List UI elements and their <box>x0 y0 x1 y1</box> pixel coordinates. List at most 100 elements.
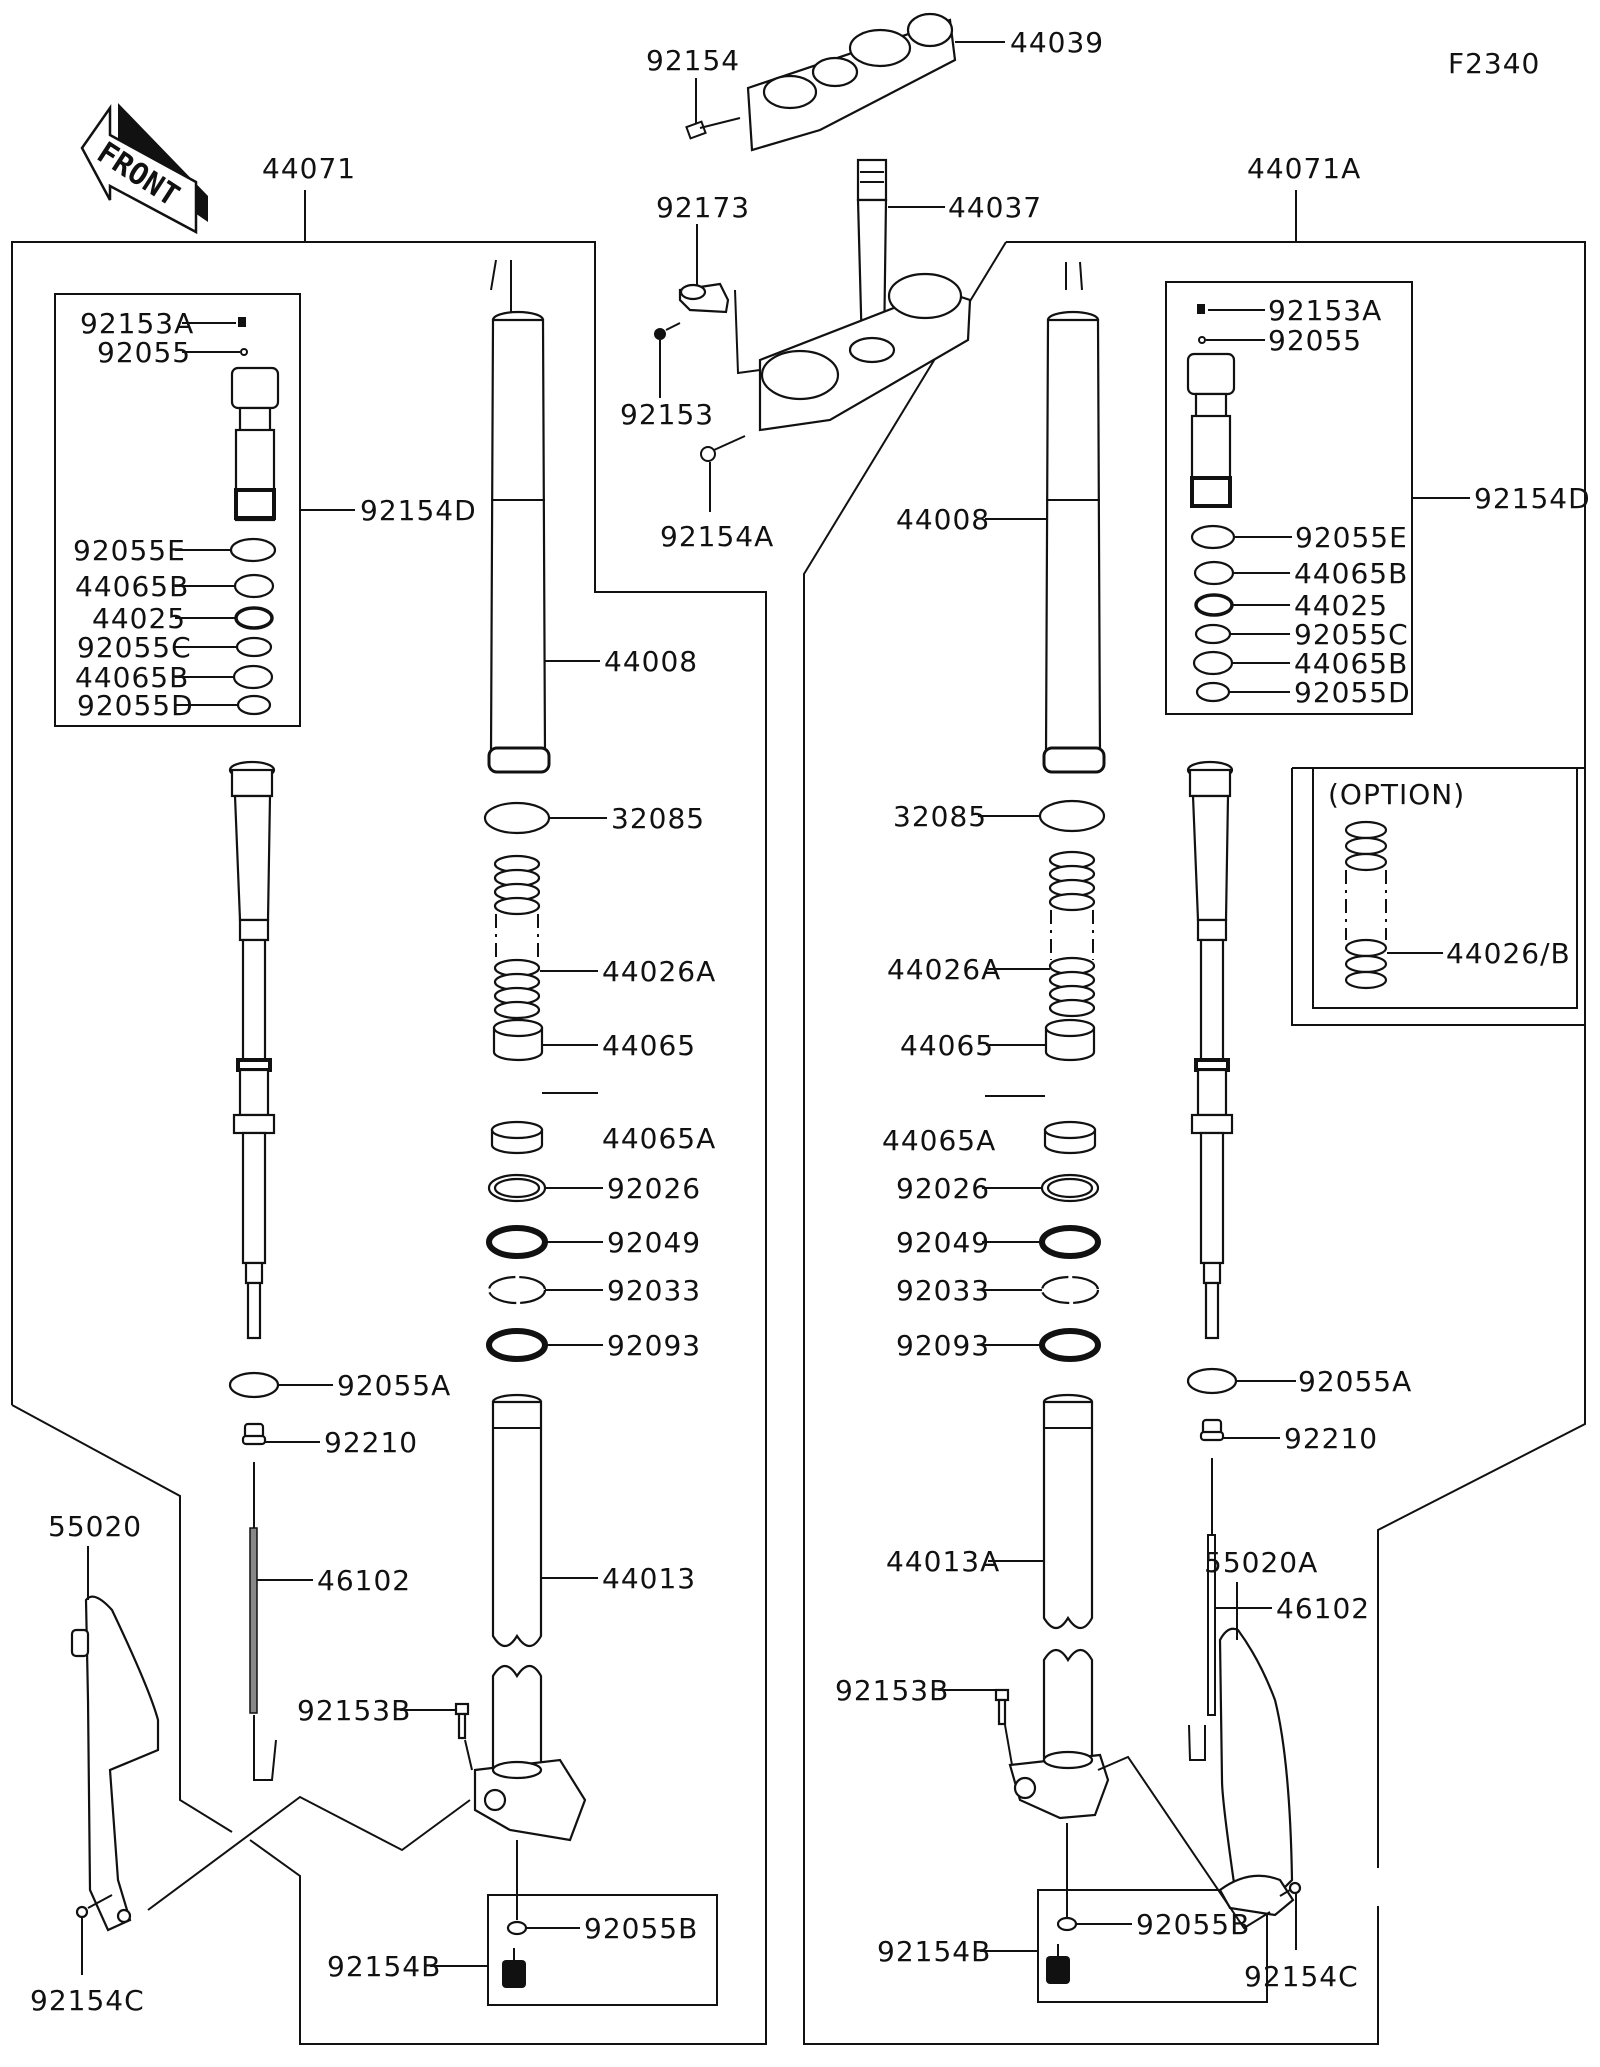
label-44025-right: 44025 <box>1294 589 1388 622</box>
label-92154B-right: 92154B <box>877 1935 991 1968</box>
option-box <box>1312 767 1578 1009</box>
label-92049-right: 92049 <box>896 1226 990 1259</box>
label-44013-left: 44013 <box>602 1562 696 1595</box>
label-44065-right: 44065 <box>900 1029 994 1062</box>
label-92055D-right: 92055D <box>1294 676 1411 709</box>
option-spring <box>1344 820 1388 990</box>
bolt-icon <box>700 435 746 462</box>
label-92153B-left: 92153B <box>297 1694 411 1727</box>
bolt-icon <box>994 1688 1013 1766</box>
label-92055A-left: 92055A <box>337 1369 451 1402</box>
label-44039: 44039 <box>1010 26 1104 59</box>
label-44026A-right: 44026A <box>887 953 1001 986</box>
bolt-icon <box>685 117 741 140</box>
right-seal-92049 <box>1039 1225 1101 1259</box>
label-92093-right: 92093 <box>896 1329 990 1362</box>
label-46102-left: 46102 <box>317 1564 411 1597</box>
label-55020A-right: 55020A <box>1204 1546 1318 1579</box>
right-bush-44065 <box>1044 1018 1096 1062</box>
assembly-label-right: 44071A <box>1247 152 1361 185</box>
right-assembly-frame <box>803 190 1586 2045</box>
label-44065A-right: 44065A <box>882 1124 996 1157</box>
right-cap-parts <box>1186 304 1236 508</box>
left-spring <box>493 854 541 1020</box>
label-92154D-right: 92154D <box>1474 482 1591 515</box>
label-44065B-left-2: 44065B <box>75 661 189 694</box>
right-fork-guard <box>1218 1627 1295 1917</box>
option-box-title: (OPTION) <box>1328 778 1465 811</box>
label-92093-left: 92093 <box>607 1329 701 1362</box>
label-44065B-left-1: 44065B <box>75 570 189 603</box>
right-damper-cartridge <box>1186 760 1234 1340</box>
right-outer-tube <box>1042 261 1106 774</box>
left-bush-44065 <box>492 1018 544 1062</box>
right-axle-bracket <box>1008 1750 1110 1820</box>
label-44025-left: 44025 <box>92 602 186 635</box>
label-32085-left: 32085 <box>611 802 705 835</box>
label-92055B-right: 92055B <box>1136 1908 1250 1941</box>
left-seal-92049 <box>486 1225 548 1259</box>
assembly-label-left: 44071 <box>262 152 356 185</box>
left-fork-guard <box>70 1595 160 1932</box>
label-44065B-right-1: 44065B <box>1294 557 1408 590</box>
right-oring-32085 <box>1038 799 1106 833</box>
bolt-icon <box>454 1702 473 1771</box>
left-inner-tube <box>491 1393 543 1772</box>
left-rod-46102 <box>249 1527 258 1714</box>
label-92154B-left: 92154B <box>327 1950 441 1983</box>
left-collar-92210 <box>241 1422 267 1446</box>
lower-triple-clamp <box>758 272 972 432</box>
right-rod-46102 <box>1207 1534 1216 1716</box>
label-92055-left: 92055 <box>97 336 191 369</box>
label-92153A-right: 92153A <box>1268 294 1382 327</box>
label-92055C-left: 92055C <box>77 631 192 664</box>
label-44065A-left: 44065A <box>602 1122 716 1155</box>
right-dust-seal-92093 <box>1039 1328 1101 1362</box>
label-92055E-right: 92055E <box>1295 521 1408 554</box>
label-44065-left: 44065 <box>602 1029 696 1062</box>
right-oring-92055A <box>1186 1367 1238 1395</box>
right-clip-92033 <box>1040 1275 1100 1305</box>
left-oring-92055A <box>228 1371 280 1399</box>
upper-triple-clamp <box>746 12 957 152</box>
label-92026-left: 92026 <box>607 1172 701 1205</box>
label-92055D-left: 92055D <box>77 689 194 722</box>
right-inner-tube <box>1042 1393 1094 1762</box>
label-32085-right: 32085 <box>893 800 987 833</box>
left-axle-bracket <box>473 1758 587 1842</box>
left-oring-32085 <box>483 801 551 835</box>
label-44026A-left: 44026A <box>602 955 716 988</box>
label-92154D-left: 92154D <box>360 494 477 527</box>
label-92033-right: 92033 <box>896 1274 990 1307</box>
bolt-icon <box>75 1894 113 1919</box>
label-92153B-right: 92153B <box>835 1674 949 1707</box>
label-92154: 92154 <box>646 44 740 77</box>
right-bleed-box <box>1037 1889 1268 2003</box>
figure-id: F2340 <box>1448 47 1540 80</box>
label-92055-right: 92055 <box>1268 324 1362 357</box>
left-cap-parts <box>230 317 280 522</box>
label-92154C-left: 92154C <box>30 1984 145 2017</box>
left-clip-92033 <box>487 1275 547 1305</box>
clamp-bracket <box>678 282 730 314</box>
bolt-icon <box>1279 1881 1302 1897</box>
label-92026-right: 92026 <box>896 1172 990 1205</box>
label-55020-left: 55020 <box>48 1510 142 1543</box>
left-dust-seal-92093 <box>486 1328 548 1362</box>
label-92153: 92153 <box>620 398 714 431</box>
right-collar-92210 <box>1199 1418 1225 1442</box>
label-92210-left: 92210 <box>324 1426 418 1459</box>
bleed-screw-icon <box>502 1948 526 1988</box>
label-92210-right: 92210 <box>1284 1422 1378 1455</box>
label-44013A-right: 44013A <box>886 1545 1000 1578</box>
label-92153A-left: 92153A <box>80 307 194 340</box>
label-92154C-right: 92154C <box>1244 1960 1359 1993</box>
right-bush-44065A <box>1043 1120 1097 1155</box>
label-92173: 92173 <box>656 191 750 224</box>
left-bleed-box <box>487 1894 718 2006</box>
left-bush-44065A <box>490 1120 544 1155</box>
label-92055C-right: 92055C <box>1294 618 1409 651</box>
front-arrow-icon: FRONT <box>80 103 208 235</box>
label-44026B-option: 44026/B <box>1446 937 1571 970</box>
